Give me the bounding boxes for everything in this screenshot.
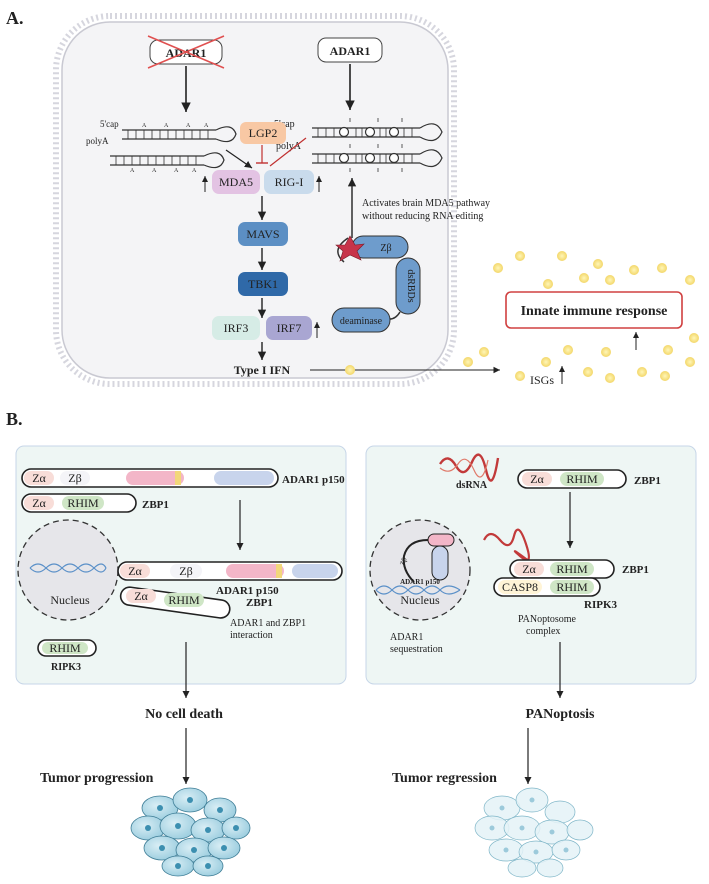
irf3-label: IRF3: [224, 321, 249, 335]
stem-mark: A: [204, 123, 209, 129]
complex-rhim-label: RHIM: [168, 593, 200, 607]
right-tumor-label: Tumor regression: [392, 771, 497, 786]
stem-mark: A: [192, 168, 197, 174]
right-outcome-label: PANoptosis: [526, 707, 596, 722]
adar1-protein-icon: Zβ dsRBDs deaminase: [331, 235, 421, 333]
ifn-dot: [345, 365, 355, 375]
rigi-box: [264, 170, 314, 194]
deaminase-label: deaminase: [340, 316, 383, 327]
panoptosome-line-2: complex: [526, 626, 560, 637]
sequestration-line-1: ADAR1: [390, 632, 423, 643]
note-line-2: without reducing RNA editing: [362, 211, 483, 222]
mda5-label: MDA5: [219, 175, 253, 189]
interaction-line-2: interaction: [230, 630, 273, 641]
ripk3-rhim-label: RHIM: [49, 641, 81, 655]
pan-rhim-label: RHIM: [556, 562, 588, 576]
lgp2-to-rigi-inhibit: [269, 137, 307, 167]
ripk3-label: RIPK3: [51, 662, 81, 673]
knockout-cross-icon: [147, 35, 225, 69]
left-zbp1-za-label: Zα: [32, 496, 46, 510]
zbeta-label: Zβ: [380, 243, 391, 254]
stem-mark: A: [186, 123, 191, 129]
complex-za1-label: Zα: [128, 564, 142, 578]
polya-label-left: polyA: [86, 136, 109, 146]
stem-mark: A: [152, 168, 157, 174]
left-adar1-p150-label: ADAR1 p150: [282, 474, 345, 486]
panel-b-label: B.: [6, 409, 23, 429]
complex-zbp1-label: ZBP1: [246, 597, 273, 609]
complex-za2-label: Zα: [134, 589, 148, 603]
right-rhim-label: RHIM: [566, 472, 598, 486]
left-nucleus-label: Nucleus: [50, 593, 90, 607]
left-tumor-label: Tumor progression: [40, 771, 154, 786]
mavs-label: MAVS: [246, 227, 279, 241]
irf3-box: [212, 316, 260, 340]
lgp2-label: LGP2: [249, 126, 278, 140]
lgp2-box: [240, 122, 286, 144]
left-za-label: Zα: [32, 471, 46, 485]
interaction-line-1: ADAR1 and ZBP1: [230, 618, 306, 629]
pan-za-label: Zα: [522, 562, 536, 576]
adar1-box: [317, 37, 383, 63]
adar1-label: ADAR1: [330, 44, 371, 58]
mutation-star-icon: [335, 235, 365, 262]
innate-immune-box: [505, 291, 683, 329]
type-i-ifn-label: Type I IFN: [234, 363, 291, 377]
note-line-1: Activates brain MDA5 pathway: [362, 198, 490, 209]
right-dna-icon: [375, 585, 461, 595]
nuc-adar-label: ADAR1 p150: [400, 578, 440, 586]
tumor-regression-cluster-icon: [474, 787, 594, 878]
complex-adar-label: ADAR1 p150: [216, 585, 279, 597]
stem-mark: A: [164, 123, 169, 129]
rigi-label: RIG-I: [275, 175, 304, 189]
casp8-label: CASP8: [502, 580, 538, 594]
dsrbds-label: dsRBDs: [405, 269, 416, 302]
mda5-box: [212, 170, 260, 194]
innate-immune-label: Innate immune response: [521, 304, 668, 319]
dsrna-icon: [439, 453, 500, 482]
cell-membrane: [53, 13, 457, 387]
rhim2-label: RHIM: [556, 580, 588, 594]
edited-dsrna-hairpin-2: [312, 144, 443, 172]
right-ripk3-label: RIPK3: [584, 599, 618, 611]
tbk1-box: [238, 272, 288, 296]
panoptosome-line-1: PANoptosome: [518, 614, 577, 625]
tumor-regression-nuclei: [489, 797, 569, 855]
pan-zbp1-label: ZBP1: [622, 564, 649, 576]
edited-dsrna-hairpin-1: [312, 118, 443, 142]
cap-label-left: 5'cap: [100, 119, 119, 129]
left-zbp1-label: ZBP1: [142, 499, 169, 511]
dsrna-label: dsRNA: [456, 480, 488, 491]
left-dna-icon: [29, 563, 107, 573]
cell-body: [61, 21, 449, 379]
panel-a-label: A.: [6, 8, 24, 28]
left-zb-label: Zβ: [68, 471, 81, 485]
right-zbp1-label: ZBP1: [634, 475, 661, 487]
tbk1-label: TBK1: [248, 277, 278, 291]
nuc-zb-label: Zβ: [398, 556, 408, 567]
tumor-progression-nuclei: [145, 797, 239, 869]
dsrna-hairpin-left-1: [122, 126, 237, 143]
left-rhim-label: RHIM: [67, 496, 99, 510]
stem-mark: A: [130, 168, 135, 174]
complex-zb-label: Zβ: [179, 564, 192, 578]
secreted-ifn-dots: [463, 251, 699, 383]
right-nucleus-label: Nucleus: [400, 593, 440, 607]
polya-label-right: polyA: [276, 141, 302, 152]
right-za-label: Zα: [530, 472, 544, 486]
isgs-label: ISGs: [530, 373, 554, 387]
dsrna-hairpin-left-2: [110, 152, 225, 169]
mavs-box: [238, 222, 288, 246]
left-outcome-label: No cell death: [145, 707, 223, 722]
stem-mark: A: [174, 168, 179, 174]
arrow-rna-to-mda5: [225, 149, 253, 169]
sequestration-line-2: sequestration: [390, 644, 443, 655]
irf7-label: IRF7: [277, 321, 302, 335]
irf7-box: [266, 316, 312, 340]
stem-mark: A: [142, 123, 147, 129]
bound-dsrna-icon: [483, 528, 531, 563]
